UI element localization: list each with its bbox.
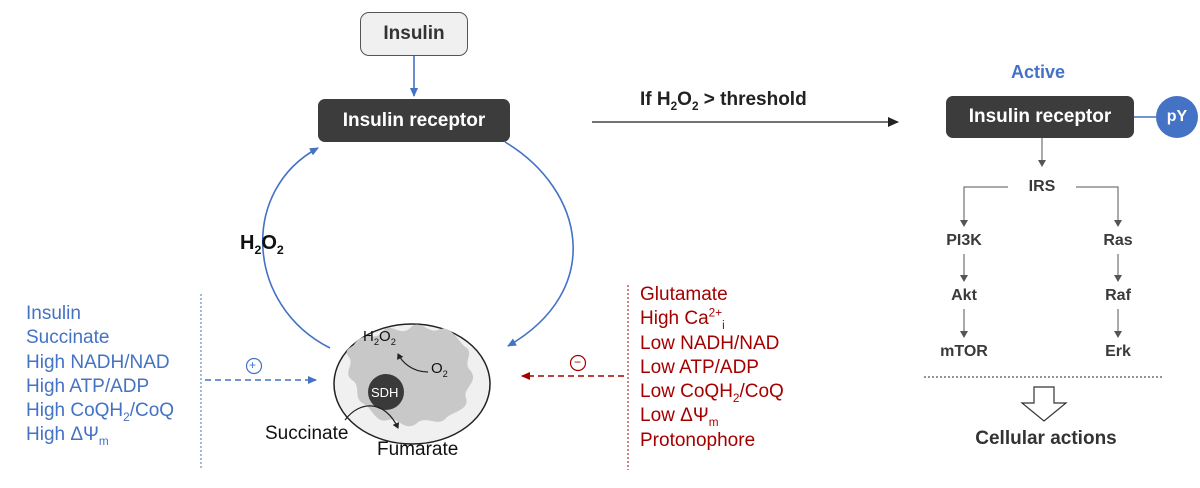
h2o2-cycle-label: H2O2 [240, 232, 284, 257]
mtor-node: mTOR [940, 343, 988, 360]
active-label: Active [1011, 62, 1066, 82]
irs-to-ras-arrow [1076, 186, 1122, 227]
insulin-receptor-right-label: Insulin receptor [968, 106, 1112, 127]
cycle-arc-left [262, 147, 331, 349]
activator-item: Succinate [26, 327, 110, 349]
mito-h2o2-label: H2O2 [363, 328, 396, 347]
cellular-actions-label: Cellular actions [975, 428, 1117, 449]
insulin-box-label: Insulin [383, 23, 445, 44]
activator-item: High CoQH2/CoQ [26, 400, 175, 424]
succinate-to-fumarate-arrow [344, 405, 400, 429]
fumarate-label: Fumarate [377, 439, 459, 460]
outcome-arrow-icon [1020, 386, 1068, 422]
insulin-box: Insulin [360, 12, 468, 56]
inhibitor-item: Low ΔΨm [640, 405, 719, 430]
inhibitor-item: Low ATP/ADP [640, 356, 759, 378]
inhibitor-item: Low NADH/NAD [640, 332, 780, 354]
irs-to-pi3k-arrow [960, 186, 1008, 227]
threshold-label: If H2O2 > threshold [640, 89, 807, 113]
insulin-receptor-right: Insulin receptor [946, 96, 1134, 138]
raf-node: Raf [1105, 287, 1131, 304]
inhibitor-item: High Ca2+i [640, 306, 725, 333]
activator-item: High ATP/ADP [26, 375, 150, 397]
inhibitor-item: Protonophore [640, 429, 756, 451]
mito-o2-label: O2 [431, 360, 448, 379]
succinate-label: Succinate [265, 423, 349, 444]
positive-sign-circle [245, 357, 263, 375]
activator-item: High ΔΨm [26, 424, 109, 449]
erk-node: Erk [1105, 343, 1131, 360]
inhibitor-item: Glutamate [640, 284, 728, 305]
cycle-arc-right [504, 141, 574, 347]
negative-sign: − [574, 355, 582, 369]
insulin-receptor-left-label: Insulin receptor [342, 109, 486, 131]
pi3k-node: PI3K [946, 232, 982, 249]
o2-to-h2o2-arrow [397, 353, 429, 373]
sdh-circle [368, 374, 404, 410]
sdh-label: SDH [371, 385, 399, 400]
akt-node: Akt [951, 287, 977, 304]
insulin-receptor-left: Insulin receptor [318, 99, 510, 142]
inhibitor-item: Low CoQH2/CoQ [640, 381, 784, 405]
ras-node: Ras [1103, 232, 1133, 249]
activator-item: High NADH/NAD [26, 351, 170, 373]
py-badge: pY [1156, 96, 1198, 138]
irs-node: IRS [1028, 178, 1056, 195]
negative-sign-circle [569, 354, 587, 372]
activator-item: Insulin [26, 303, 81, 324]
py-badge-label: pY [1166, 108, 1188, 125]
positive-sign: + [249, 358, 257, 372]
